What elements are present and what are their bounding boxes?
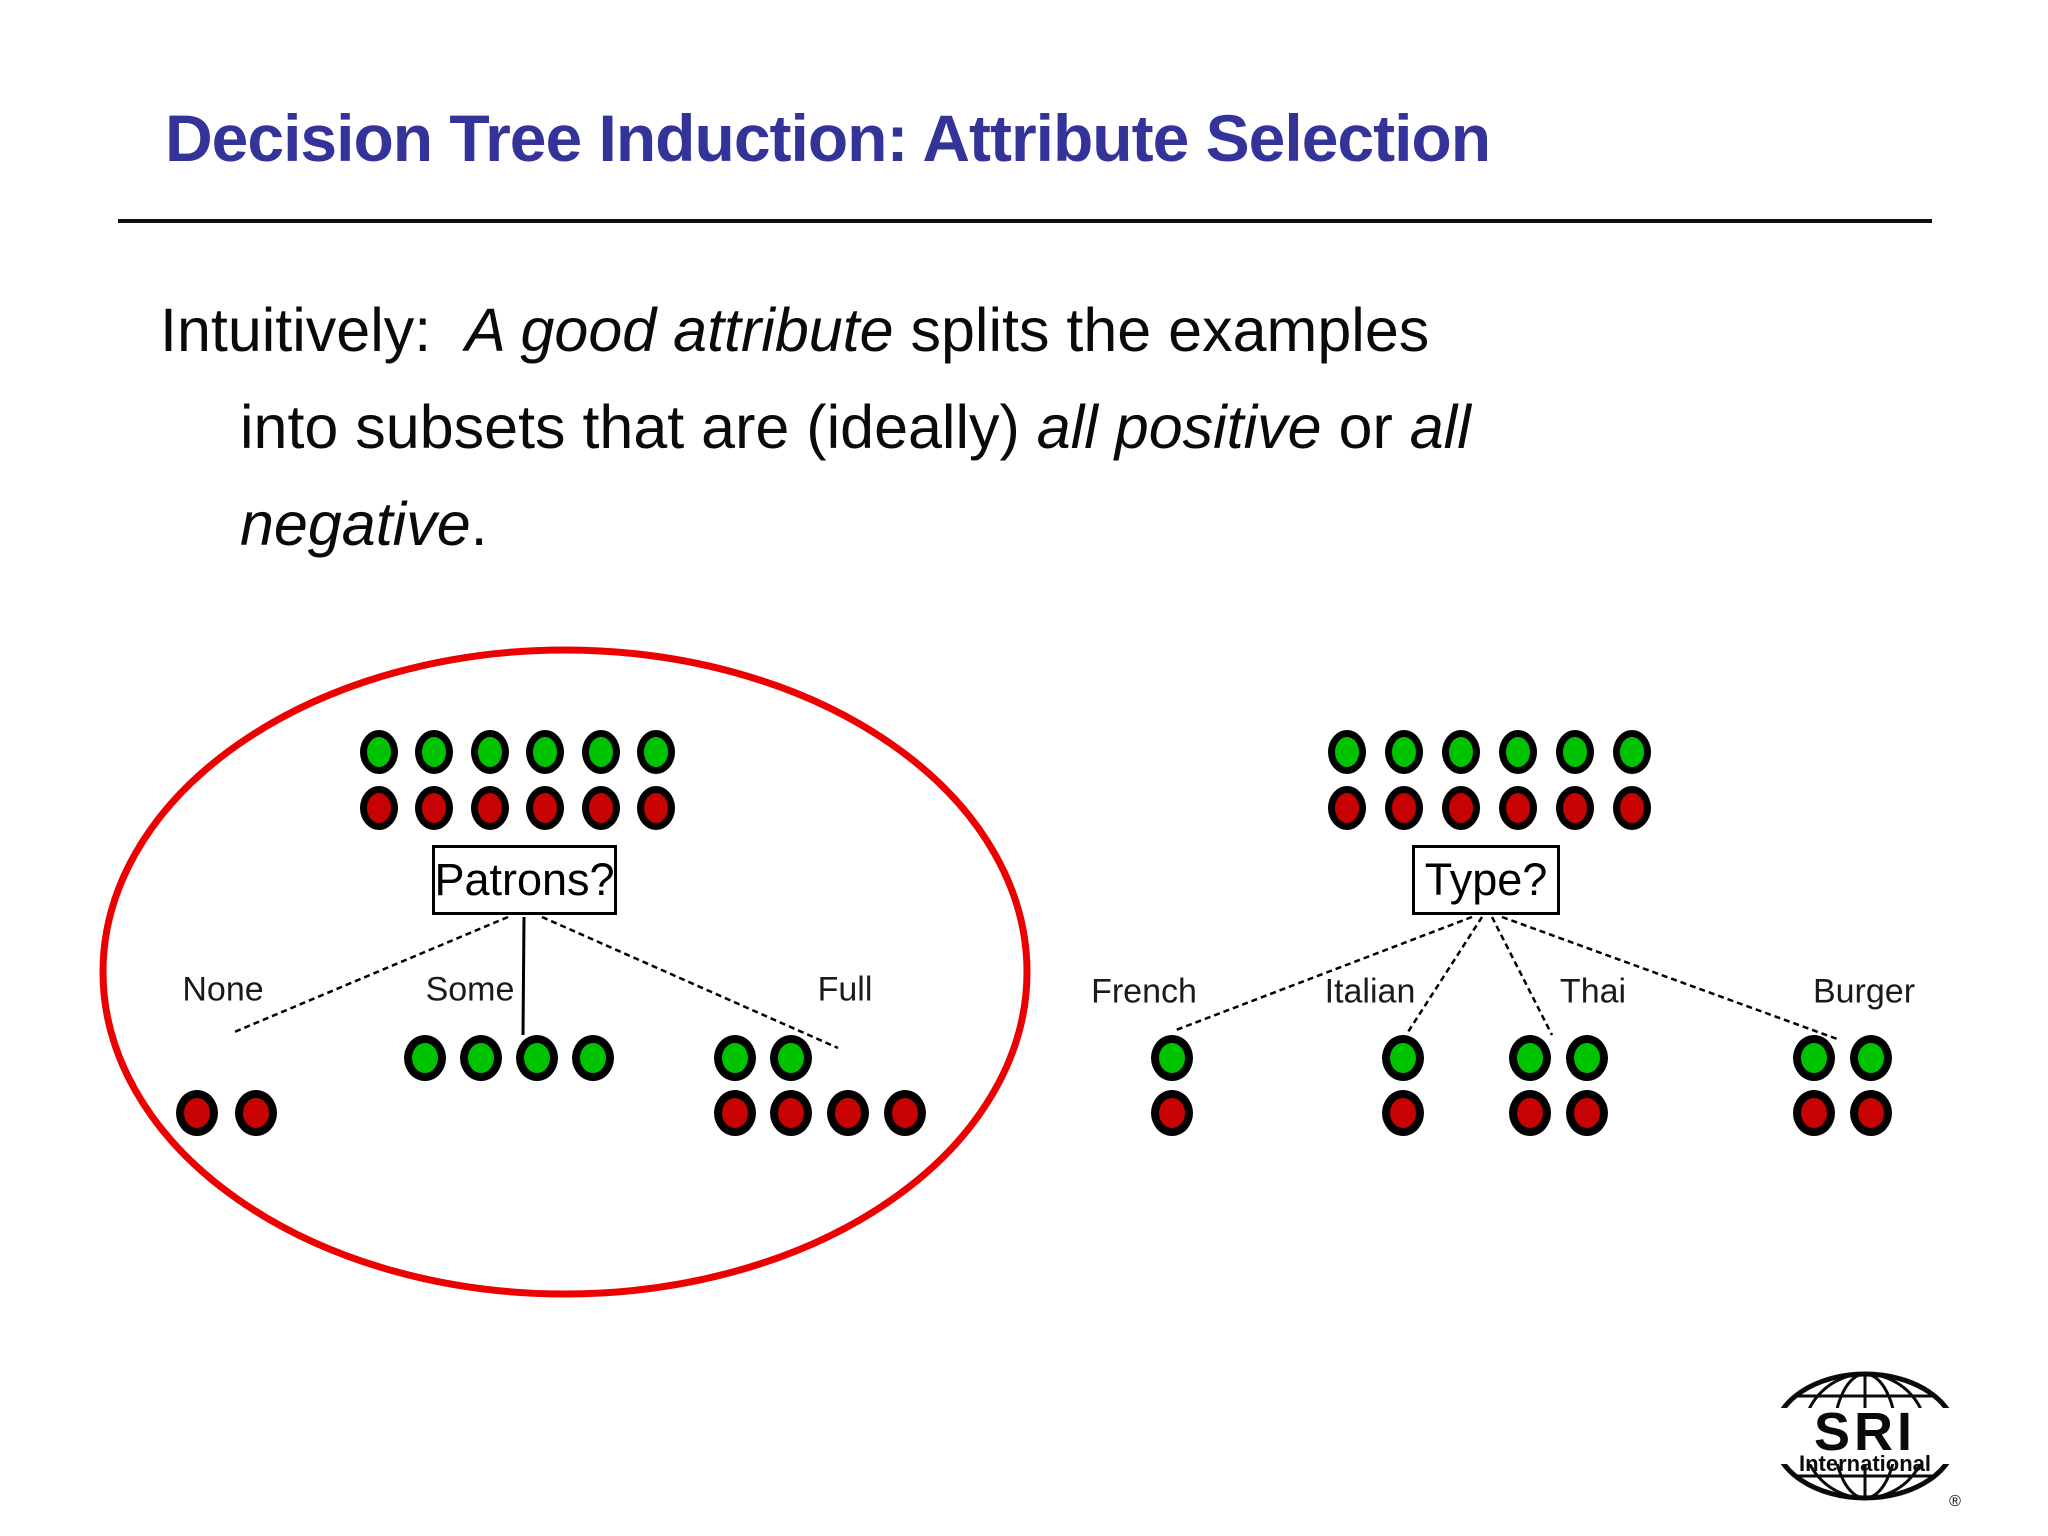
example-dot-full-negative — [827, 1090, 869, 1136]
example-dot-burger-negative — [1850, 1090, 1892, 1136]
branch-line-full — [541, 915, 839, 1050]
example-dot-some-positive — [460, 1035, 502, 1081]
example-dot-root-negative — [526, 786, 564, 830]
node-box-type: Type? — [1412, 845, 1560, 915]
branch-label-burger: Burger — [1812, 972, 1916, 1011]
example-dot-burger-positive — [1793, 1035, 1835, 1081]
body-seg: Intuitively: — [160, 296, 466, 364]
example-dot-full-negative — [884, 1090, 926, 1136]
branch-label-none: None — [182, 970, 264, 1009]
example-dot-none-negative — [176, 1090, 218, 1136]
example-dot-root-negative — [1613, 786, 1651, 830]
example-dot-italian-positive — [1382, 1035, 1424, 1081]
example-dot-french-negative — [1151, 1090, 1193, 1136]
sri-international-logo: SRI International ® — [1771, 1371, 1961, 1510]
example-dot-burger-negative — [1793, 1090, 1835, 1136]
body-seg-italic: all positive — [1036, 393, 1322, 461]
example-dot-root-negative — [637, 786, 675, 830]
example-dot-some-positive — [572, 1035, 614, 1081]
example-dot-full-positive — [770, 1035, 812, 1081]
logo-text-international: International — [1799, 1451, 1931, 1476]
example-dot-root-positive — [637, 730, 675, 774]
branch-label-italian: Italian — [1324, 972, 1416, 1011]
branch-label-full: Full — [817, 970, 873, 1009]
example-dot-root-positive — [471, 730, 509, 774]
example-dot-thai-negative — [1566, 1090, 1608, 1136]
example-dot-root-positive — [1442, 730, 1480, 774]
example-dot-full-negative — [714, 1090, 756, 1136]
example-dot-root-positive — [415, 730, 453, 774]
branch-line-burger — [1501, 915, 1841, 1042]
example-dot-root-positive — [1499, 730, 1537, 774]
example-dot-root-negative — [582, 786, 620, 830]
branch-line-italian — [1406, 916, 1484, 1033]
example-dot-some-positive — [404, 1035, 446, 1081]
example-dot-root-negative — [415, 786, 453, 830]
example-dot-root-negative — [360, 786, 398, 830]
example-dot-some-positive — [516, 1035, 558, 1081]
example-dot-thai-negative — [1509, 1090, 1551, 1136]
branch-label-thai: Thai — [1559, 972, 1627, 1011]
example-dot-italian-negative — [1382, 1090, 1424, 1136]
body-seg-italic: A good attribute — [465, 296, 894, 364]
example-dot-root-negative — [471, 786, 509, 830]
example-dot-root-positive — [1385, 730, 1423, 774]
example-dot-root-positive — [1613, 730, 1651, 774]
page-title: Decision Tree Induction: Attribute Selec… — [165, 101, 1491, 175]
example-dot-none-negative — [235, 1090, 277, 1136]
body-seg: splits the examples — [893, 296, 1430, 364]
example-dot-root-negative — [1328, 786, 1366, 830]
example-dot-root-negative — [1556, 786, 1594, 830]
example-dot-root-negative — [1499, 786, 1537, 830]
branch-line-some — [521, 916, 526, 1036]
body-seg-italic: all — [1409, 393, 1471, 461]
example-dot-full-negative — [770, 1090, 812, 1136]
body-seg: into subsets that are (ideally) — [240, 393, 1037, 461]
title-divider — [118, 219, 1932, 223]
body-seg: or — [1321, 393, 1410, 461]
example-dot-french-positive — [1151, 1035, 1193, 1081]
example-dot-root-negative — [1385, 786, 1423, 830]
branch-label-some: Some — [425, 970, 515, 1009]
body-seg: . — [470, 490, 488, 558]
example-dot-full-positive — [714, 1035, 756, 1081]
example-dot-burger-positive — [1850, 1035, 1892, 1081]
body-line-1: Intuitively: A good attribute splits the… — [160, 282, 1960, 379]
example-dot-root-positive — [1328, 730, 1366, 774]
registered-mark: ® — [1949, 1493, 1961, 1510]
example-dot-thai-positive — [1566, 1035, 1608, 1081]
body-text: Intuitively: A good attribute splits the… — [160, 282, 1960, 573]
branch-label-french: French — [1091, 972, 1197, 1011]
example-dot-root-positive — [1556, 730, 1594, 774]
body-line-2: into subsets that are (ideally) all posi… — [240, 379, 1960, 476]
example-dot-thai-positive — [1509, 1035, 1551, 1081]
branch-line-thai — [1490, 916, 1554, 1036]
node-box-patrons: Patrons? — [432, 845, 617, 915]
logo-text-sri: SRI — [1814, 1402, 1916, 1462]
example-dot-root-positive — [526, 730, 564, 774]
example-dot-root-positive — [360, 730, 398, 774]
body-line-3: negative. — [240, 476, 1960, 573]
body-seg-italic: negative — [240, 490, 471, 558]
example-dot-root-negative — [1442, 786, 1480, 830]
example-dot-root-positive — [582, 730, 620, 774]
